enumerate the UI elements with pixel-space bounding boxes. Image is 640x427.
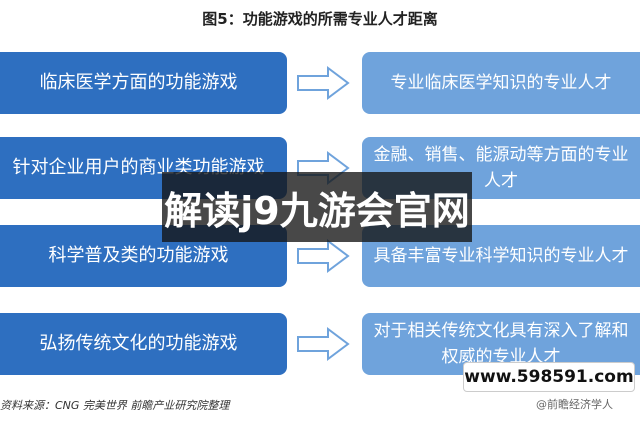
arrow-right-icon [297, 239, 350, 273]
arrow-right-icon [297, 327, 350, 361]
figure-title: 图5：功能游戏的所需专业人才距离 [202, 10, 438, 28]
brand-watermark: @前瞻经济学人 [536, 398, 613, 411]
overlay-banner: 解读j9九游会官网 [162, 172, 472, 242]
url-badge[interactable]: www.598591.com [463, 362, 635, 392]
game-type-box: 临床医学方面的功能游戏 [0, 52, 287, 114]
game-type-box: 科学普及类的功能游戏 [0, 225, 287, 287]
talent-box: 专业临床医学知识的专业人才 [362, 52, 640, 114]
diagram-row: 弘扬传统文化的功能游戏 对于相关传统文化具有深入了解和权威的专业人才 [0, 313, 640, 383]
arrow-right-icon [297, 66, 350, 100]
diagram-row: 临床医学方面的功能游戏 专业临床医学知识的专业人才 [0, 52, 640, 122]
diagram-row: 科学普及类的功能游戏 具备丰富专业科学知识的专业人才 [0, 225, 640, 295]
game-type-box: 弘扬传统文化的功能游戏 [0, 313, 287, 375]
source-note: 资料来源：CNG 完美世界 前瞻产业研究院整理 [0, 399, 230, 412]
